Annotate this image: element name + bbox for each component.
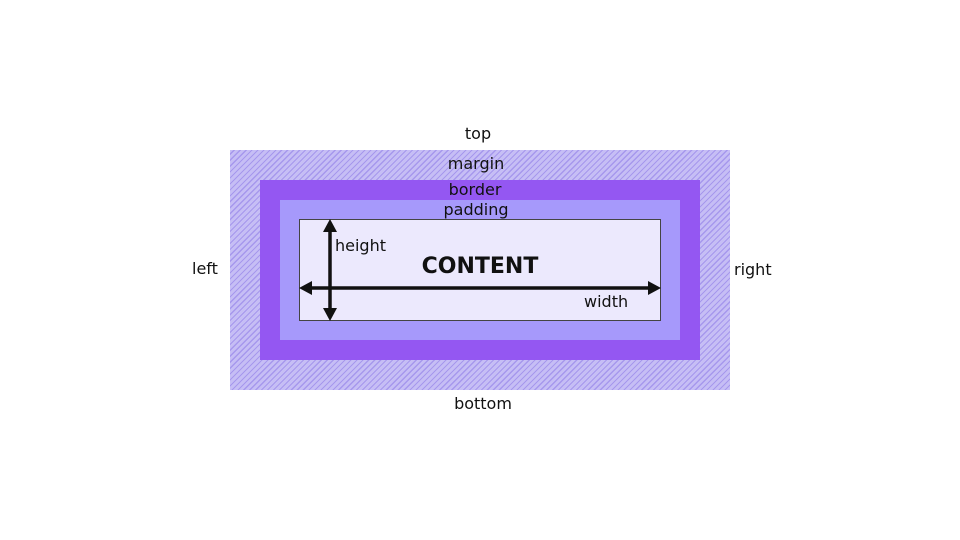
content-label: CONTENT [421,254,539,279]
content-area [299,219,661,321]
width-label: width [584,292,629,311]
height-label: height [335,236,386,255]
margin-label: margin [447,154,505,173]
left-label: left [192,259,218,278]
bottom-label: bottom [454,394,512,413]
border-label: border [448,180,502,199]
right-label: right [734,260,772,279]
padding-label: padding [443,200,509,219]
top-label: top [464,124,492,143]
